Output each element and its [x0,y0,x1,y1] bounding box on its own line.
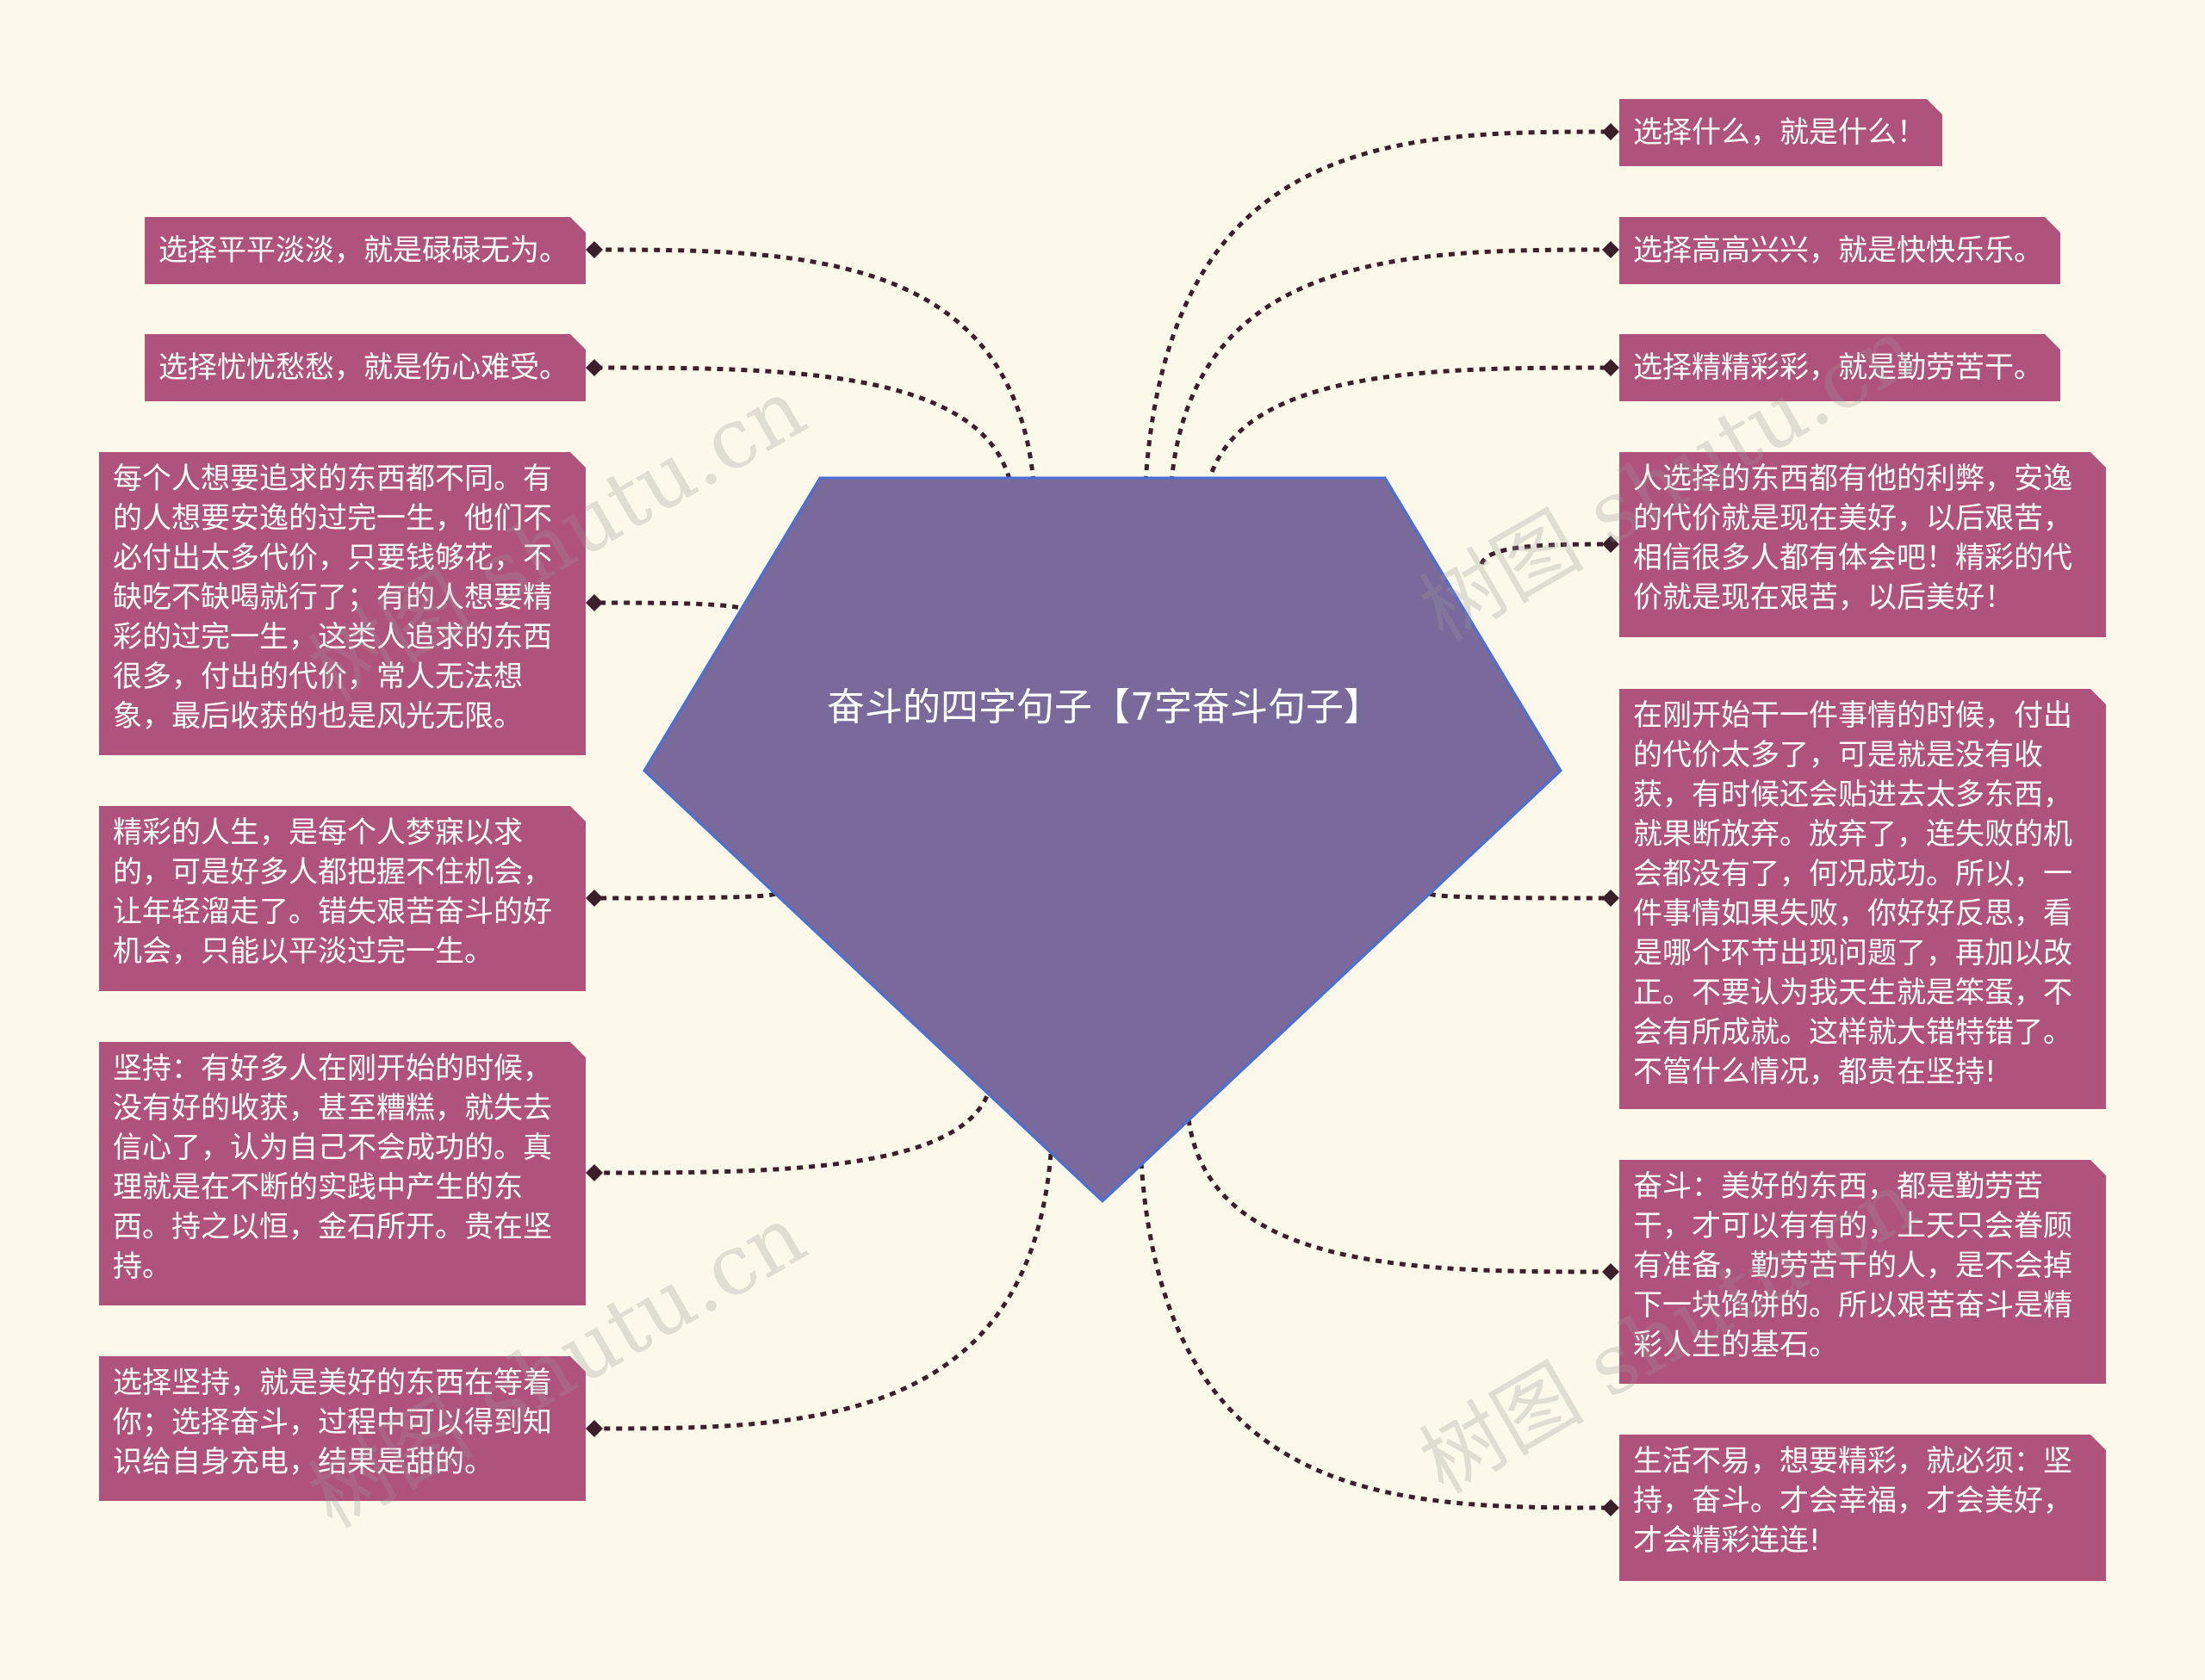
connector-diamond-icon [586,1164,603,1181]
connector-line [1169,247,1612,483]
right-node-3[interactable]: 选择精精彩彩，就是勤劳苦干。 [1619,334,2060,401]
left-node-5[interactable]: 坚持：有好多人在刚开始的时候，没有好的收获，甚至糟糕，就失去信心了，认为自己不会… [99,1042,586,1305]
connector-line [593,600,751,614]
right-node-4[interactable]: 人选择的东西都有他的利弊，安逸的代价就是现在美好，以后艰苦，相信很多人都有体会吧… [1619,452,2106,637]
left-node-6[interactable]: 选择坚持，就是美好的东西在等着你；选择奋斗，过程中可以得到知识给自身充电，结果是… [99,1356,586,1501]
connector-dot-layer [586,123,1619,1516]
right-node-1[interactable]: 选择什么，就是什么！ [1619,99,1942,166]
connector-line [1428,891,1612,901]
right-node-6[interactable]: 奋斗：美好的东西，都是勤劳苦干，才可以有有的，上天只会眷顾有准备，勤劳苦干的人，… [1619,1160,2106,1384]
connector-diamond-icon [1602,890,1619,907]
connector-line [1203,365,1612,496]
connector-line [593,891,777,901]
connector-diamond-icon [1602,359,1619,376]
left-node-2[interactable]: 选择忧忧愁愁，就是伤心难受。 [145,334,586,401]
center-topic-title[interactable]: 奋斗的四字句子【7字奋斗句子】 [827,685,1382,729]
connector-line [593,365,1015,492]
left-node-4[interactable]: 精彩的人生，是每个人梦寐以求的，可是好多人都把握不住机会，让年轻溜走了。错失艰苦… [99,806,586,991]
center-pentagon-shape [643,476,1562,1204]
right-node-5[interactable]: 在刚开始干一件事情的时候，付出的代价太多了，可是就是没有收获，有时候还会贴进去太… [1619,689,2106,1109]
left-node-3[interactable]: 每个人想要追求的东西都不同。有的人想要安逸的过完一生，他们不必付出太多代价，只要… [99,452,586,755]
connector-diamond-icon [1602,536,1619,553]
connector-line [1143,129,1612,483]
connector-diamond-icon [586,594,603,611]
connector-line [593,1084,993,1175]
connector-diamond-icon [1602,1263,1619,1280]
connector-line [593,1153,1053,1431]
connector-diamond-icon [1602,1499,1619,1516]
connector-line [593,247,1036,483]
right-node-2[interactable]: 选择高高兴兴，就是快快乐乐。 [1619,217,2060,284]
connector-diamond-icon [586,359,603,376]
connector-diamond-icon [1602,123,1619,140]
connector-line [1186,1119,1612,1274]
connector-line [1139,1162,1612,1510]
connector-diamond-icon [586,1420,603,1437]
connector-diamond-icon [586,241,603,258]
connector-line [1479,542,1612,566]
connector-layer [593,129,1612,1510]
connector-diamond-icon [1602,241,1619,258]
connector-diamond-icon [586,890,603,907]
right-node-7[interactable]: 生活不易，想要精彩，就必须：坚持，奋斗。才会幸福，才会美好，才会精彩连连! [1619,1435,2106,1581]
left-node-1[interactable]: 选择平平淡淡，就是碌碌无为。 [145,217,586,284]
